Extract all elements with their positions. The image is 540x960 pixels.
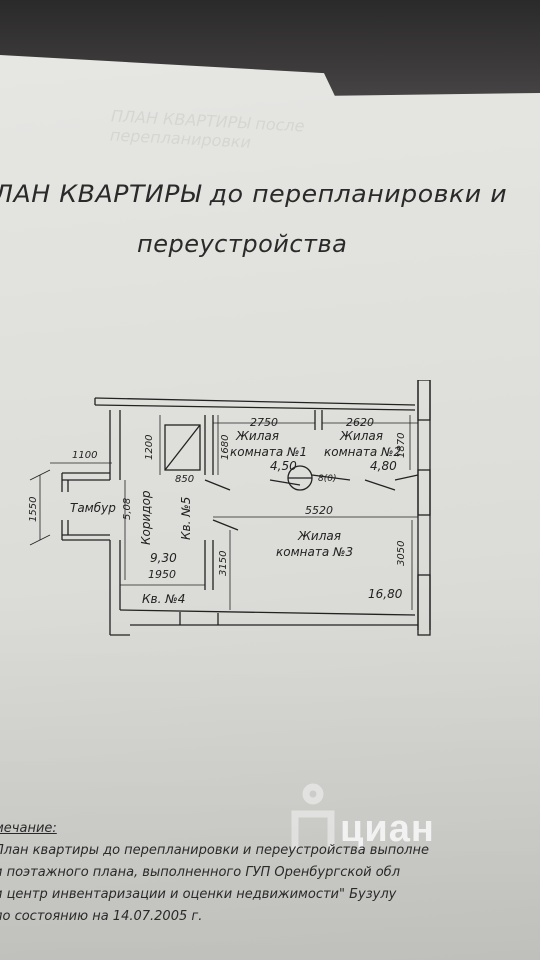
watermark-text: циан: [340, 808, 435, 850]
room3-label-1: Жилая: [297, 529, 341, 543]
dim-2750: 2750: [250, 416, 278, 429]
dim-3050: 3050: [396, 541, 407, 566]
floor-plan: 1100 1550 1200 1680 2750 2620 1870 850 5…: [28, 380, 431, 636]
sheet-shadow: [0, 600, 540, 960]
kv5-label: Кв. №5: [179, 497, 193, 540]
note-line-4: по состоянию на 14.07.2005 г.: [0, 909, 203, 924]
dim-1870: 1870: [396, 433, 407, 458]
dim-1680: 1680: [220, 435, 231, 460]
dim-1100: 1100: [72, 450, 97, 461]
dim-2620: 2620: [346, 416, 374, 429]
room1-label-1: Жилая: [235, 429, 279, 443]
dim-5520: 5520: [305, 504, 333, 517]
koridor-area: 9,30: [150, 551, 177, 565]
note-line-3: и центр инвентаризации и оценки недвижим…: [0, 887, 397, 902]
room3-area: 16,80: [368, 587, 403, 601]
room2-label-1: Жилая: [339, 429, 383, 443]
title-line-2: переустройства: [137, 230, 348, 258]
document-sheet: [0, 55, 540, 960]
note-block: мечание: План квартиры до перепланировки…: [0, 818, 540, 928]
dim-850: 850: [175, 474, 194, 485]
note-line-1: План квартиры до перепланировки и переус…: [0, 843, 429, 858]
cian-logo-icon: [291, 783, 335, 850]
dim-1950: 1950: [148, 568, 176, 581]
room3-label-2: комната №3: [276, 545, 353, 559]
room2-area: 4,80: [370, 459, 397, 473]
dim-5080: 5,08: [122, 498, 133, 520]
note-line-2: и поэтажного плана, выполненного ГУП Оре…: [0, 865, 401, 880]
dim-1200: 1200: [144, 435, 155, 460]
stove-label: 8(0): [318, 474, 336, 484]
kv4-label: Кв. №4: [142, 592, 185, 606]
title-line-1: ЛАН КВАРТИРЫ до перепланировки и: [0, 180, 508, 208]
room1-label-2: комната №1: [230, 445, 307, 459]
koridor-label: Коридор: [139, 490, 153, 545]
note-heading: мечание:: [0, 821, 57, 836]
tambur-label: Тамбур: [70, 501, 116, 515]
dim-1550: 1550: [28, 497, 39, 522]
dim-3150: 3150: [218, 551, 229, 576]
room2-label-2: комната №2: [324, 445, 401, 459]
room1-area: 4,50: [270, 459, 297, 473]
